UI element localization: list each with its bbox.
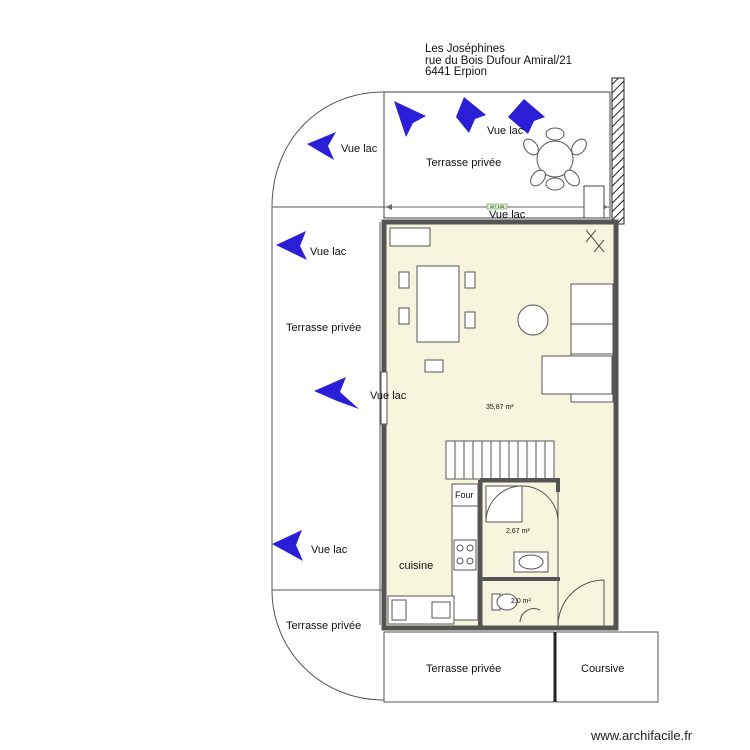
dimension-tag — [486, 203, 508, 210]
staircase — [445, 440, 555, 480]
left-terrace — [271, 91, 385, 701]
label-terrasse-top: Terrasse privée — [426, 157, 501, 169]
view-arrow-icon — [272, 530, 303, 561]
label-vue-lac-left-2: Vue lac — [370, 390, 407, 402]
top-terrace — [383, 91, 611, 219]
address-line-1: Les Joséphines — [425, 43, 505, 55]
address-line-2: rue du Bois Dufour Amiral/21 — [425, 54, 573, 67]
label-vue-lac-left-1: Vue lac — [310, 246, 347, 258]
label-cuisine: cuisine — [399, 560, 433, 572]
bathrooms — [478, 478, 605, 627]
window-west — [380, 371, 388, 425]
view-arrow-icon — [307, 132, 336, 160]
exterior-wall-hatched — [611, 77, 625, 225]
label-terrasse-bottom: Terrasse privée — [426, 663, 501, 675]
label-coursive: Coursive — [581, 663, 624, 675]
area-wc: 2,0 m² — [511, 598, 532, 605]
view-arrow-icon — [314, 377, 359, 409]
area-main: 35,87 m² — [486, 404, 514, 411]
area-shower: 2,67 m² — [506, 528, 530, 535]
label-vue-lac-terrace-edge: Vue lac — [489, 209, 526, 221]
living-furniture — [389, 227, 614, 403]
view-arrow-icon — [456, 97, 486, 133]
label-vue-lac-top-left: Vue lac — [341, 143, 378, 155]
label-vue-lac-top: Vue lac — [487, 125, 524, 137]
site-credit: www.archifacile.fr — [591, 728, 693, 743]
view-arrow-icon — [394, 101, 426, 137]
address-line-3: 6441 Erpion — [425, 66, 488, 78]
label-four: Four — [455, 490, 474, 500]
label-terrasse-left: Terrasse privée — [286, 322, 361, 334]
view-arrow-icon — [276, 231, 307, 260]
label-terrasse-bottom-left: Terrasse privée — [286, 620, 361, 632]
view-arrow-icon — [508, 99, 545, 134]
view-arrows — [272, 97, 545, 561]
address-block: Les Joséphines rue du Bois Dufour Amiral… — [425, 43, 573, 79]
bottom-terrace — [383, 631, 659, 703]
kitchen-units — [387, 483, 479, 625]
dimension-tag-text: 407 155 — [490, 204, 505, 209]
label-vue-lac-left-3: Vue lac — [311, 544, 348, 556]
round-table-with-chairs — [523, 127, 587, 191]
